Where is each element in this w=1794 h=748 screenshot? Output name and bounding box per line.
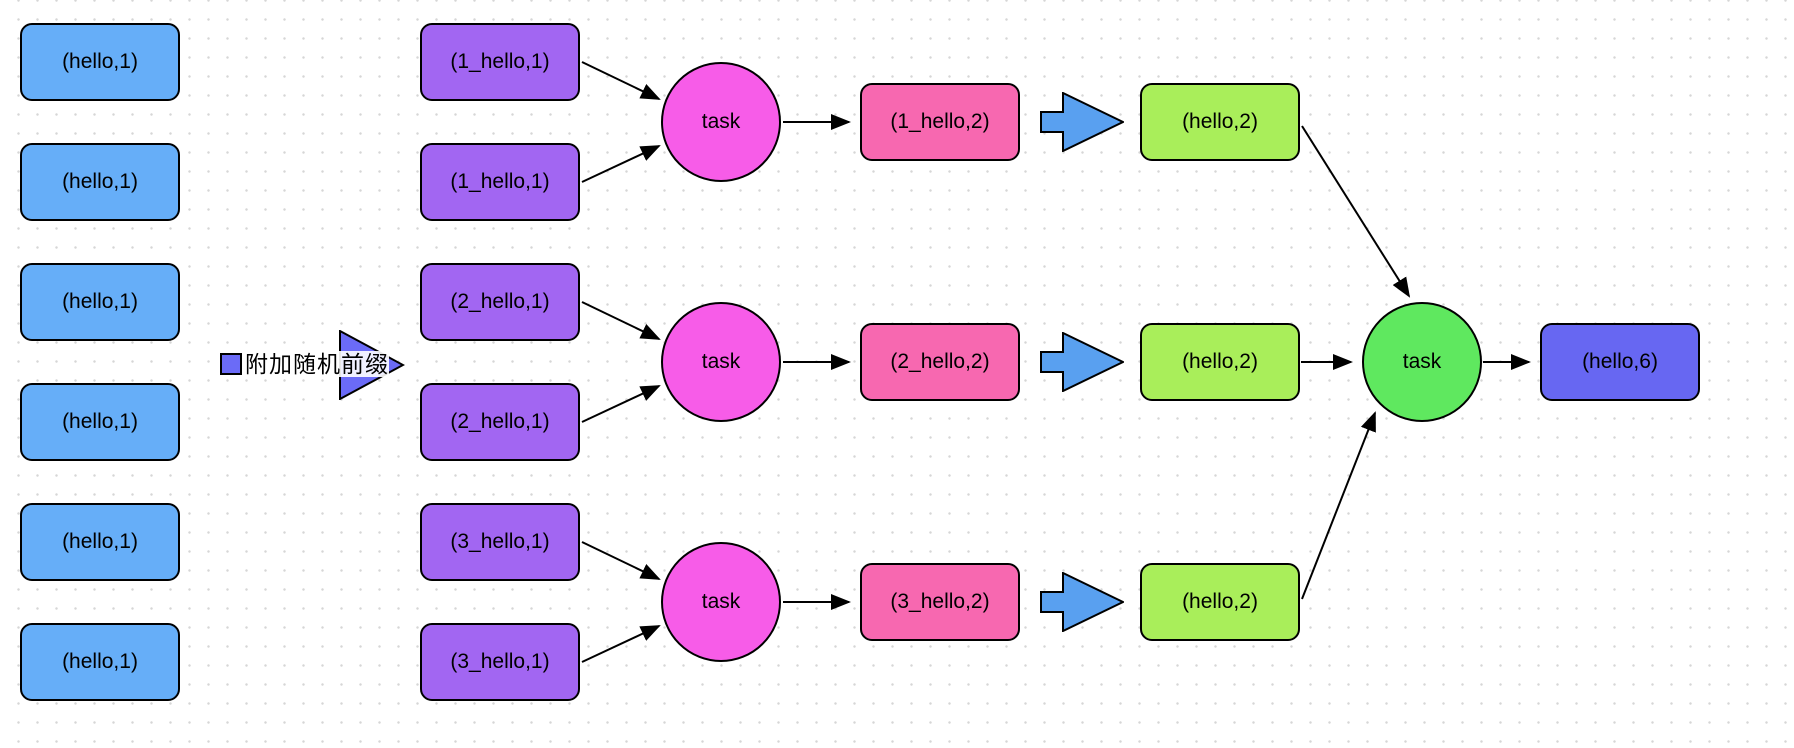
reduce-task-circle: task bbox=[1362, 302, 1482, 422]
source-node: (hello,1) bbox=[20, 623, 180, 701]
source-node: (hello,1) bbox=[20, 503, 180, 581]
final-result-node: (hello,6) bbox=[1540, 323, 1700, 401]
merged-result-node: (hello,2) bbox=[1140, 323, 1300, 401]
merged-result-node: (hello,2) bbox=[1140, 563, 1300, 641]
prefixed-node: (2_hello,1) bbox=[420, 263, 580, 341]
thick-arrow-icon bbox=[1040, 332, 1124, 392]
partial-result-node: (3_hello,2) bbox=[860, 563, 1020, 641]
thick-arrow-icon bbox=[1040, 572, 1124, 632]
source-node: (hello,1) bbox=[20, 23, 180, 101]
prefixed-node: (3_hello,1) bbox=[420, 623, 580, 701]
legend-label: 附加随机前缀 bbox=[245, 351, 389, 377]
source-node: (hello,1) bbox=[20, 143, 180, 221]
map-task-circle: task bbox=[661, 302, 781, 422]
prefixed-node: (3_hello,1) bbox=[420, 503, 580, 581]
map-task-circle: task bbox=[661, 62, 781, 182]
page-left-margin bbox=[0, 0, 13, 748]
source-node: (hello,1) bbox=[20, 383, 180, 461]
thick-arrow-icon bbox=[1040, 92, 1124, 152]
legend-swatch bbox=[220, 353, 242, 375]
merged-result-node: (hello,2) bbox=[1140, 83, 1300, 161]
prefixed-node: (1_hello,1) bbox=[420, 23, 580, 101]
source-node: (hello,1) bbox=[20, 263, 180, 341]
prefixed-node: (1_hello,1) bbox=[420, 143, 580, 221]
partial-result-node: (1_hello,2) bbox=[860, 83, 1020, 161]
prefixed-node: (2_hello,1) bbox=[420, 383, 580, 461]
partial-result-node: (2_hello,2) bbox=[860, 323, 1020, 401]
map-task-circle: task bbox=[661, 542, 781, 662]
